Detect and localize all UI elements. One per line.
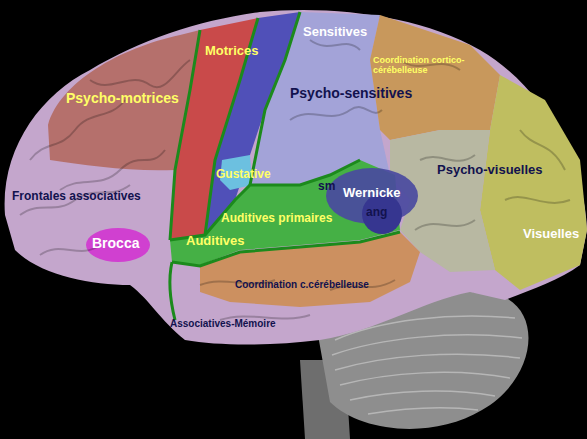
region-label: Psycho-sensitives	[290, 86, 412, 101]
region-label: Visuelles	[523, 227, 579, 241]
region-label: Sensitives	[303, 25, 367, 39]
region-label: Auditives primaires	[221, 212, 332, 225]
region-label: Motrices	[205, 44, 258, 58]
cortico-cerebellar-area	[370, 15, 500, 140]
region-label: Associatives-Mémoire	[170, 318, 276, 329]
psycho-motor-area	[48, 30, 200, 170]
region-label: ang	[366, 206, 387, 219]
region-label: Brocca	[92, 236, 139, 251]
visual-area	[480, 75, 587, 290]
region-label: Coordination cortico-cérébelleuse	[373, 56, 485, 76]
gyri-texture	[20, 40, 570, 320]
region-label: Psycho-visuelles	[437, 163, 543, 177]
region-label: Gustative	[216, 168, 271, 181]
region-label: Coordination c.cérébelleuse	[235, 279, 369, 290]
broca-area	[86, 228, 150, 262]
region-label: Psycho-motrices	[66, 91, 179, 106]
wernicke-area	[326, 168, 418, 224]
region-label: sm	[318, 180, 335, 193]
region-label: Auditives	[186, 234, 245, 248]
cerebrum-outline	[5, 10, 587, 345]
region-label: Frontales associatives	[12, 190, 141, 203]
region-label: Wernicke	[343, 186, 401, 200]
cerebellum-folia	[332, 316, 522, 414]
boundary-lines	[170, 12, 400, 320]
